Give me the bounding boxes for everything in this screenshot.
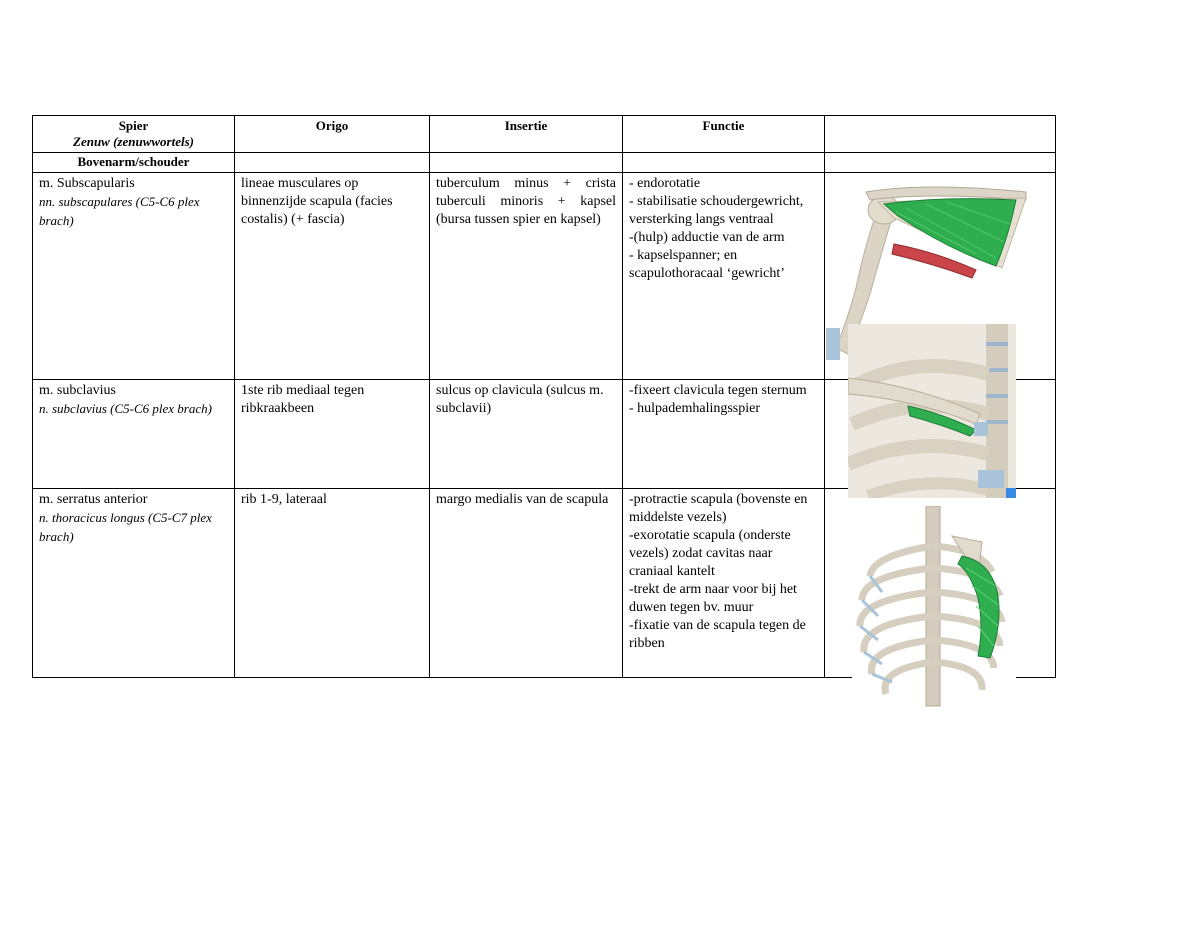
zenuw-name: n. thoracicus longus (C5-C7 plex brach): [39, 510, 212, 544]
functie-line: -trekt de arm naar voor bij het duwen te…: [629, 582, 797, 615]
section-empty-cell: [824, 152, 1056, 173]
zenuw-name: nn. subscapulares (C5-C6 plex brach): [39, 194, 200, 228]
functie-cell: -protractie scapula (bovenste en middels…: [622, 488, 825, 678]
section-empty-cell: [429, 152, 623, 173]
functie-line: - stabilisatie schoudergewricht, verster…: [629, 194, 804, 227]
section-empty-cell: [622, 152, 825, 173]
header-functie: Functie: [622, 115, 825, 153]
insertie-cell: tuberculum minus + crista tuberculi mino…: [429, 172, 623, 380]
functie-line: - kapselspanner; en scapulothoracaal ‘ge…: [629, 248, 785, 281]
functie-line: -fixatie van de scapula tegen de ribben: [629, 618, 806, 651]
zenuw-name: n. subclavius (C5-C6 plex brach): [39, 401, 212, 416]
functie-cell: - endorotatie - stabilisatie schoudergew…: [622, 172, 825, 380]
subclavius-illustration: [848, 324, 1016, 498]
section-empty-cell: [234, 152, 430, 173]
origo-cell: 1ste rib mediaal tegen ribkraakbeen: [234, 379, 430, 489]
functie-line: - endorotatie: [629, 176, 701, 191]
spier-cell: m. serratus anterior n. thoracicus longu…: [32, 488, 235, 678]
header-image: [824, 115, 1056, 153]
functie-line: - hulpademhalingsspier: [629, 401, 761, 416]
spier-cell: m. Subscapularis nn. subscapulares (C5-C…: [32, 172, 235, 380]
header-origo: Origo: [234, 115, 430, 153]
functie-cell: -fixeert clavicula tegen sternum - hulpa…: [622, 379, 825, 489]
origo-cell: lineae musculares op binnenzijde scapula…: [234, 172, 430, 380]
functie-line: -protractie scapula (bovenste en middels…: [629, 492, 808, 525]
functie-line: -fixeert clavicula tegen sternum: [629, 383, 807, 398]
section-row: Bovenarm/schouder: [32, 152, 1056, 173]
functie-line: -exorotatie scapula (onderste vezels) zo…: [629, 528, 791, 579]
functie-line: -(hulp) adductie van de arm: [629, 230, 785, 245]
origo-cell: rib 1-9, lateraal: [234, 488, 430, 678]
spier-name: m. Subscapularis: [39, 176, 135, 191]
spier-cell: m. subclavius n. subclavius (C5-C6 plex …: [32, 379, 235, 489]
serratus-anterior-illustration: [852, 506, 1016, 716]
header-spier-label: Spier: [118, 118, 149, 133]
header-insertie: Insertie: [429, 115, 623, 153]
header-spier: Spier Zenuw (zenuwwortels): [32, 115, 235, 153]
spier-name: m. subclavius: [39, 383, 116, 398]
insertie-cell: margo medialis van de scapula: [429, 488, 623, 678]
spier-name: m. serratus anterior: [39, 492, 148, 507]
section-label: Bovenarm/schouder: [32, 152, 235, 173]
insertie-cell: sulcus op clavicula (sulcus m. subclavii…: [429, 379, 623, 489]
header-zenuw-label: Zenuw (zenuwwortels): [73, 134, 194, 149]
header-row: Spier Zenuw (zenuwwortels) Origo Inserti…: [32, 115, 1056, 153]
